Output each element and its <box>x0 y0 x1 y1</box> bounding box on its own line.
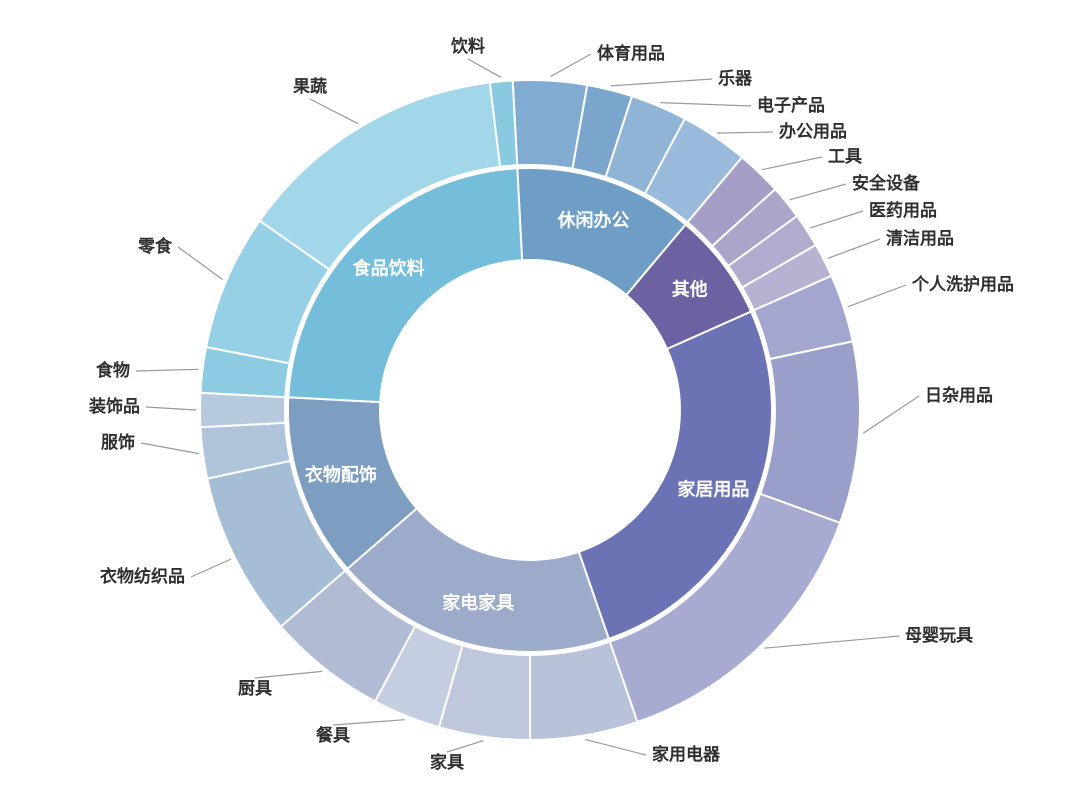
label-leader-line <box>145 406 197 411</box>
label-leader-line <box>332 719 405 726</box>
label-leader-line <box>862 395 920 434</box>
label-leader-line <box>467 58 502 78</box>
outer-segment-label: 果蔬 <box>293 77 327 97</box>
outer-segment-label: 个人洗护用品 <box>911 274 1014 295</box>
label-leader-line <box>190 558 232 578</box>
label-leader-line <box>584 738 647 756</box>
outer-segment-label: 食物 <box>96 360 130 381</box>
inner-segment-label: 衣物配饰 <box>305 464 377 486</box>
inner-ring-segment <box>346 507 610 653</box>
outer-segment-label: 电子产品 <box>757 95 825 116</box>
outer-segment-label: 餐具 <box>316 725 350 746</box>
outer-segment-label: 厨具 <box>238 679 272 699</box>
outer-segment-label: 体育用品 <box>597 43 665 64</box>
outer-segment-label: 日杂用品 <box>925 385 993 406</box>
label-leader-line <box>550 53 592 78</box>
outer-segment-label: 家具 <box>430 752 464 773</box>
label-leader-line <box>135 368 199 372</box>
outer-segment-label: 装饰品 <box>88 396 140 417</box>
label-leader-line <box>764 635 900 649</box>
label-leader-line <box>847 284 907 308</box>
outer-segment-label: 乐器 <box>718 69 753 89</box>
inner-segment-label: 家居用品 <box>677 479 749 501</box>
inner-segment-label: 休闲办公 <box>557 209 630 231</box>
inner-segment-label: 食品饮料 <box>352 258 425 280</box>
leader-lines-group <box>135 53 920 756</box>
ring-segments-group <box>199 79 862 741</box>
outer-segment-label: 安全设备 <box>852 173 921 194</box>
outer-segment-label: 工具 <box>828 147 862 167</box>
outer-ring-segment <box>488 79 519 168</box>
outer-segment-label: 清洁用品 <box>886 228 954 249</box>
outer-segment-label: 医药用品 <box>869 200 937 221</box>
label-leader-line <box>254 670 323 679</box>
label-leader-line <box>789 183 847 201</box>
outer-segment-label: 母婴玩具 <box>905 626 973 646</box>
label-leader-line <box>716 131 774 134</box>
outer-segment-label: 零食 <box>137 236 173 257</box>
outer-ring-segment <box>759 340 862 524</box>
inner-ring-segment <box>287 167 524 404</box>
outer-segment-label: 家用电器 <box>652 744 721 765</box>
label-leader-line <box>309 98 359 125</box>
label-leader-line <box>761 156 823 171</box>
label-leader-line <box>809 210 864 229</box>
label-leader-line <box>610 78 713 87</box>
outer-segment-label: 办公用品 <box>779 121 847 142</box>
outer-ring-segment <box>199 391 287 429</box>
inner-segment-label: 家电家具 <box>442 592 514 614</box>
label-leader-line <box>827 238 881 259</box>
label-leader-line <box>660 102 752 107</box>
outer-segment-label: 衣物纺织品 <box>100 566 185 587</box>
label-leader-line <box>446 740 484 753</box>
outer-segment-label: 饮料 <box>450 36 485 57</box>
outer-segment-label: 服饰 <box>101 432 135 453</box>
inner-segment-label: 其他 <box>672 279 708 301</box>
label-leader-line <box>140 442 200 455</box>
inner-ring-segment <box>577 310 773 640</box>
label-leader-line <box>177 246 223 280</box>
